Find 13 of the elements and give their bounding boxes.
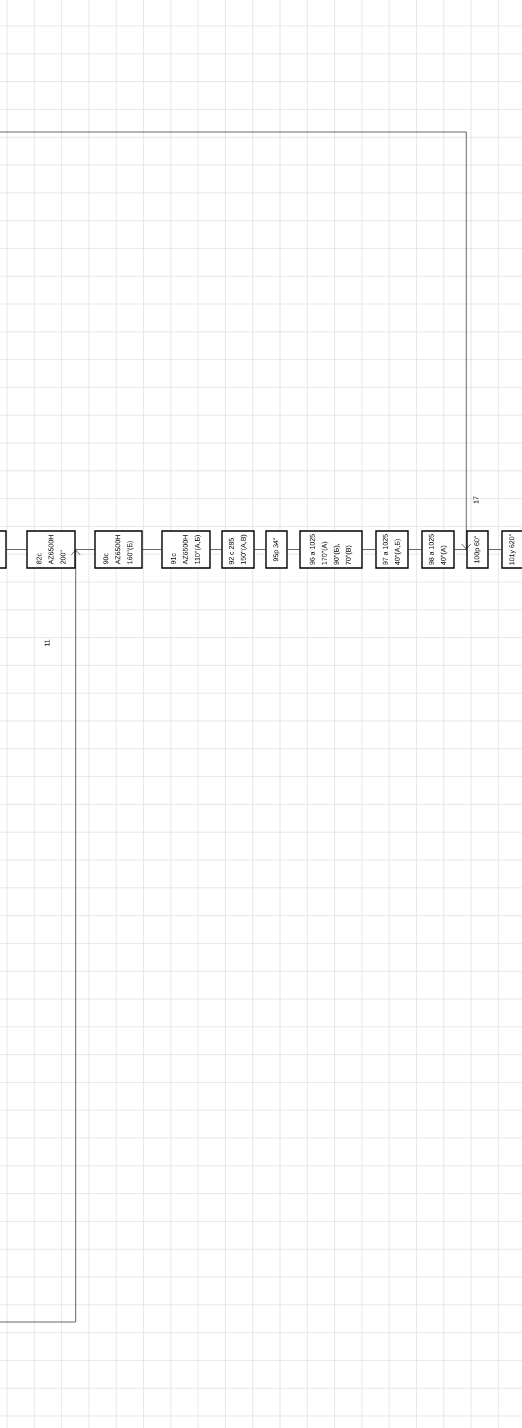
arrow <box>0 549 81 1323</box>
connector-line <box>454 549 467 550</box>
process-box <box>0 530 7 569</box>
connector-line <box>287 549 300 550</box>
connector-line <box>6 549 27 550</box>
connector-line <box>408 549 422 550</box>
connector-line <box>362 549 376 550</box>
arrow <box>0 131 472 550</box>
connector-line <box>254 549 266 550</box>
connector-line <box>210 549 222 550</box>
connector-line <box>488 549 502 550</box>
connector-line <box>75 549 95 550</box>
connector-line <box>142 549 162 550</box>
